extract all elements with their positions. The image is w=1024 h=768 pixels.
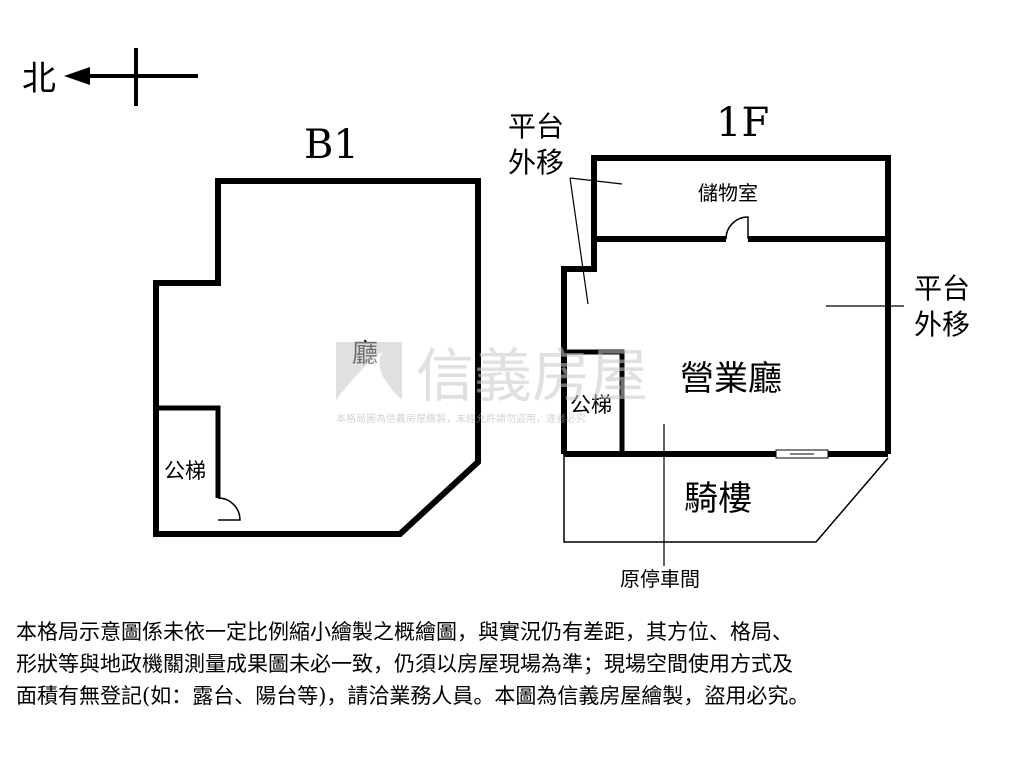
disclaimer-line-3: 面積有無登記(如：露台、陽台等)，請洽業務人員。本圖為信義房屋繪製，盜用必究。: [16, 684, 810, 708]
brand-logo-icon: [336, 342, 402, 400]
watermark-brand: 信義房屋: [416, 342, 648, 410]
f1-stair-label: 公梯: [570, 393, 612, 417]
parking-label: 原停車間: [620, 567, 700, 591]
f1-arcade-outline: [563, 454, 889, 543]
storage-room-label: 儲物室: [698, 181, 758, 205]
floor-plan: 北 B1 廳 公梯 1F 平台 外移 儲物室: [22, 48, 970, 591]
f1-outer-wall: [561, 155, 891, 454]
watermark-note: 本格局圖為信義房屋繪製，未經允許請勿盜用，違者必究: [336, 412, 586, 425]
b1-stair-label: 公梯: [164, 459, 206, 483]
north-arrow-icon: [64, 67, 90, 85]
b1-door-icon: [217, 497, 241, 521]
b1-stair-wall: [156, 405, 221, 498]
disclaimer-line-2: 形狀等與地政機關測量成果圖未必一致，仍須以房屋現場為準；現場空間使用方式及: [16, 652, 793, 676]
leader-line-platform-top-a: [569, 177, 623, 185]
watermark: 信義房屋 本格局圖為信義房屋繪製，未經允許請勿盜用，違者必究: [336, 342, 648, 425]
f1-plan: 1F 平台 外移 儲物室 平台 外移 營業廳 公梯 騎樓 原停車間: [508, 100, 970, 591]
f1-title: 1F: [716, 100, 769, 146]
disclaimer-line-1: 本格局示意圖係未依一定比例縮小繪製之概繪圖，與實況仍有差距，其方位、格局、: [16, 620, 793, 644]
b1-outer-wall: [153, 178, 481, 537]
platform-right-label-line1: 平台: [914, 272, 970, 305]
business-hall-label: 營業廳: [680, 359, 782, 399]
arcade-label: 騎樓: [684, 479, 752, 519]
north-label: 北: [22, 59, 56, 99]
north-compass: 北: [22, 48, 198, 106]
leader-line-platform-top-b: [569, 177, 589, 305]
platform-right-label-line2: 外移: [914, 308, 970, 341]
f1-stair-wall: [564, 349, 625, 454]
f1-storage-door-icon: [725, 216, 749, 240]
b1-plan: B1 廳 公梯: [153, 122, 481, 537]
platform-top-label-line1: 平台: [508, 110, 564, 143]
disclaimer: 本格局示意圖係未依一定比例縮小繪製之概繪圖，與實況仍有差距，其方位、格局、 形狀…: [16, 616, 1016, 712]
b1-title: B1: [304, 122, 359, 168]
platform-top-label-line2: 外移: [508, 146, 564, 179]
